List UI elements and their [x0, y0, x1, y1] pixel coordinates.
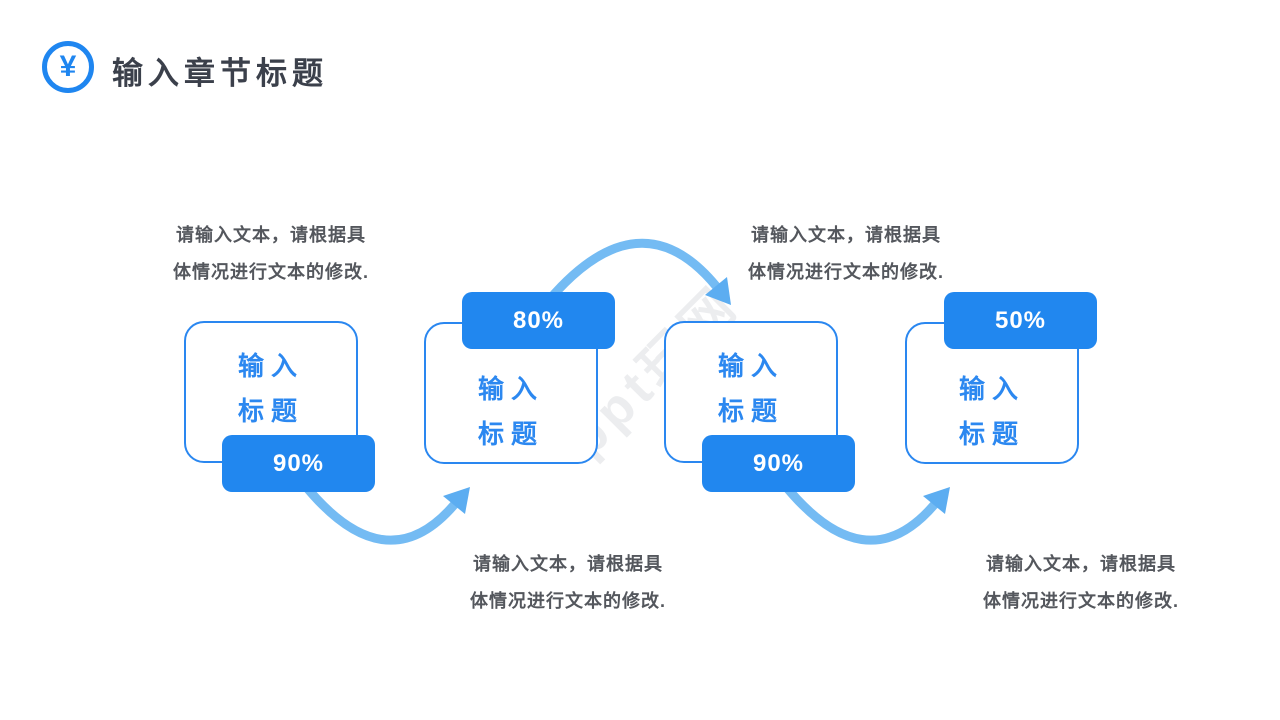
step-title-line: 输入: [717, 351, 784, 381]
caption-line: 请输入文本，请根据具: [986, 554, 1176, 574]
arrowhead-top: [705, 277, 731, 305]
step-title-line: 标题: [717, 396, 784, 426]
yuan-symbol: ¥: [59, 50, 77, 83]
yuan-circle-icon: ¥: [42, 41, 94, 93]
caption-line: 请输入文本，请根据具: [176, 225, 366, 245]
step-title-line: 标题: [477, 419, 544, 449]
step-title-line: 输入: [237, 351, 304, 381]
caption-line: 请输入文本，请根据具: [751, 225, 941, 245]
caption-bottom-right: 请输入文本，请根据具 体情况进行文本的修改.: [978, 546, 1184, 620]
step-title-line: 输入: [477, 374, 544, 404]
caption-top-right: 请输入文本，请根据具 体情况进行文本的修改.: [743, 217, 949, 291]
caption-line: 体情况进行文本的修改.: [173, 262, 369, 282]
step-title-line: 标题: [958, 419, 1025, 449]
caption-line: 体情况进行文本的修改.: [983, 591, 1179, 611]
percent-badge-1: 90%: [222, 435, 375, 492]
percent-badge-2: 80%: [462, 292, 615, 349]
section-title: 输入章节标题: [112, 56, 328, 91]
caption-top-left: 请输入文本，请根据具 体情况进行文本的修改.: [168, 217, 374, 291]
percent-badge-3: 90%: [702, 435, 855, 492]
arrowhead-bottom-right: [923, 487, 950, 514]
step-title-line: 标题: [237, 396, 304, 426]
caption-line: 请输入文本，请根据具: [473, 554, 663, 574]
caption-line: 体情况进行文本的修改.: [470, 591, 666, 611]
step-title-line: 输入: [958, 374, 1025, 404]
arrowhead-bottom-left: [443, 487, 470, 514]
caption-bottom-middle: 请输入文本，请根据具 体情况进行文本的修改.: [465, 546, 671, 620]
percent-badge-4: 50%: [944, 292, 1097, 349]
caption-line: 体情况进行文本的修改.: [748, 262, 944, 282]
